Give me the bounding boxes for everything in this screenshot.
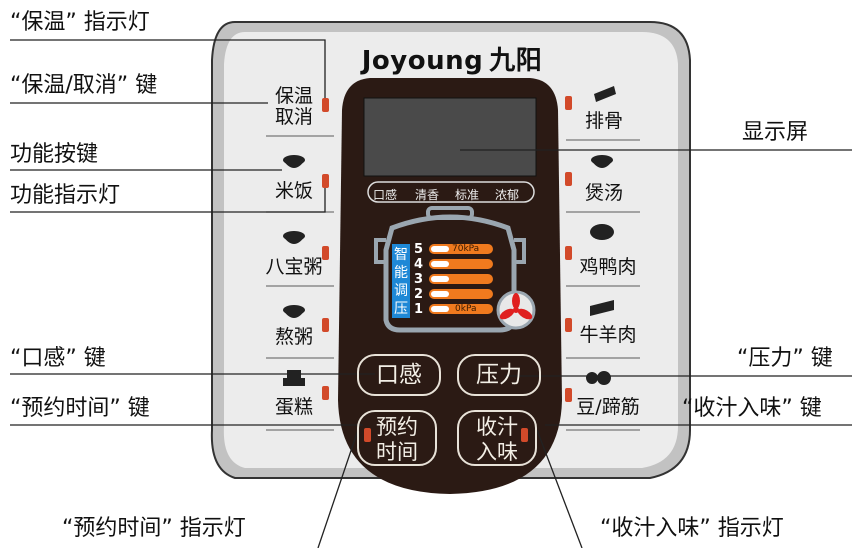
callout-reduce-light: “收汁入味” 指示灯 [600,516,784,541]
callout-display: 显示屏 [742,120,809,145]
smart-char-1: 智 [394,247,408,263]
display-mode-fresh: 清香 [415,188,440,202]
display-mode-texture: 口感 [373,188,398,202]
callout-pressure-key: “压力” 键 [737,346,833,371]
ribs-key[interactable]: 排骨 [584,110,623,132]
babao-indicator-light [322,246,329,260]
cake-indicator-light [322,386,329,400]
timer-button[interactable]: 预约 时间 [357,410,437,466]
callout-timer-key: “预约时间” 键 [10,396,150,421]
pressure-level-3: 3 [414,272,424,287]
rice-indicator-light [322,174,329,188]
smart-pressure-box [392,244,410,318]
pressure-level-4: 4 [414,257,424,272]
smart-char-4: 压 [394,301,408,317]
texture-button[interactable]: 口感 [357,354,441,396]
keepwarm-indicator-light [322,98,329,112]
pressure-max-label: 70kPa [452,244,480,254]
babao-porridge-key[interactable]: 八宝粥 [265,256,323,278]
poultry-key[interactable]: 鸡鸭肉 [579,256,637,278]
cake-key[interactable]: 蛋糕 [274,396,313,418]
timer-label-line2: 时间 [376,440,418,464]
display-mode-bar [367,181,535,203]
callout-reduce-key: “收汁入味” 键 [682,396,822,421]
callout-lines [10,39,852,548]
callout-function-light: 功能指示灯 [10,183,121,208]
rice-key[interactable]: 米饭 [274,180,313,202]
keepwarm-cancel-key[interactable]: 保温 取消 [256,86,332,128]
porridge-indicator-light [322,318,329,332]
callout-timer-light: “预约时间” 指示灯 [62,516,246,541]
beef-key[interactable]: 牛羊肉 [579,324,637,346]
callout-texture-key: “口感” 键 [10,346,106,371]
reduce-flavor-button[interactable]: 收汁 入味 [457,410,537,466]
brand-name: Joyoung [361,46,484,76]
reduce-label-line2: 入味 [476,440,518,464]
timer-indicator-light [364,428,371,442]
brand-name-cn: 九阳 [489,46,543,76]
poultry-indicator-light [565,246,572,260]
callout-keepwarm-cancel-key: “保温/取消” 键 [10,73,158,98]
beef-indicator-light [565,318,572,332]
soup-key[interactable]: 煲汤 [584,182,623,204]
pressure-level-numbers: 5 4 3 2 1 [414,242,426,317]
pressure-level-1: 1 [414,302,424,317]
smart-char-3: 调 [394,283,408,299]
display-mode-rich: 浓郁 [495,188,520,202]
ribs-indicator-light [565,96,572,110]
fan-blades [499,293,533,320]
right-separators [566,139,640,431]
timer-label-line1: 预约 [376,415,418,439]
beans-indicator-light [565,388,572,402]
pressure-min-label: 0kPa [455,304,477,314]
smart-pressure-label: 智 能 调 压 [393,246,409,318]
display-mode-standard: 标准 [455,188,480,202]
reduce-label-line1: 收汁 [476,415,518,439]
beans-key[interactable]: 豆/蹄筋 [576,396,640,418]
keepwarm-label-line2: 取消 [274,106,313,128]
display-screen [363,97,537,177]
porridge-key[interactable]: 熬粥 [274,326,313,348]
reduce-indicator-light [521,428,528,442]
keepwarm-label-line1: 保温 [274,85,313,107]
smart-char-2: 能 [394,265,408,281]
callout-function-key: 功能按键 [10,142,99,167]
soup-indicator-light [565,172,572,186]
pressure-level-5: 5 [414,242,424,257]
callout-keepwarm-light: “保温” 指示灯 [10,10,150,35]
pressure-level-2: 2 [414,287,424,302]
pressure-button[interactable]: 压力 [457,354,541,396]
